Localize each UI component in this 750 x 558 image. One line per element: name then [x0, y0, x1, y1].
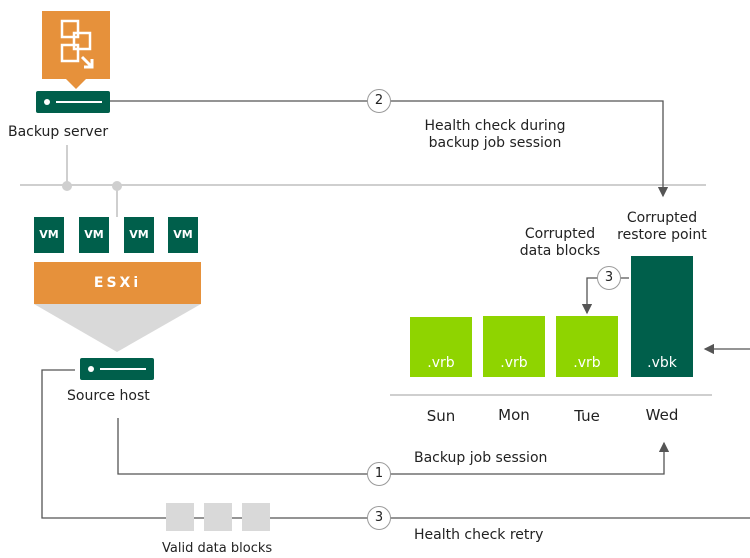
step-badge-2: 2	[367, 89, 391, 113]
source-host-icon	[80, 358, 154, 380]
restore-point-wed: .vbk	[631, 256, 693, 377]
esxi-funnel	[34, 304, 201, 352]
corrupted-blocks-label: Corrupted data blocks	[519, 226, 601, 259]
vm-4: VM	[168, 217, 198, 253]
day-label-mon: Mon	[498, 406, 530, 424]
day-label-sun: Sun	[426, 407, 456, 425]
vm-1: VM	[34, 217, 64, 253]
day-label-tue: Tue	[574, 407, 600, 425]
health-check-retry-label: Health check retry	[414, 527, 544, 543]
backup-icon	[60, 19, 94, 69]
esxi-hypervisor: ESXi	[34, 262, 201, 304]
vm-2: VM	[79, 217, 109, 253]
vm-3: VM	[124, 217, 154, 253]
step-badge-3-corrupted: 3	[597, 266, 621, 290]
backup-server-label: Backup server	[8, 124, 109, 140]
step-badge-1: 1	[367, 462, 391, 486]
valid-data-block	[242, 503, 270, 531]
source-host-label: Source host	[67, 388, 150, 404]
valid-data-block	[166, 503, 194, 531]
valid-data-block	[204, 503, 232, 531]
health-check-path	[110, 100, 669, 198]
day-label-wed: Wed	[645, 406, 679, 424]
restore-point-sun: .vrb	[410, 317, 472, 377]
valid-data-blocks-label: Valid data blocks	[162, 541, 273, 556]
health-check-label: Health check during backup job session	[424, 118, 566, 151]
restore-point-mon: .vrb	[483, 316, 545, 377]
corrupted-point-label: Corrupted restore point	[617, 210, 707, 243]
backup-job-path	[117, 418, 670, 475]
restore-point-tue: .vrb	[556, 316, 618, 377]
backup-job-session-label: Backup job session	[414, 450, 548, 466]
backup-server-logo	[42, 11, 110, 79]
backup-server-icon	[36, 91, 110, 113]
health-check-retry-path	[41, 369, 750, 519]
step-badge-3-retry: 3	[367, 506, 391, 530]
